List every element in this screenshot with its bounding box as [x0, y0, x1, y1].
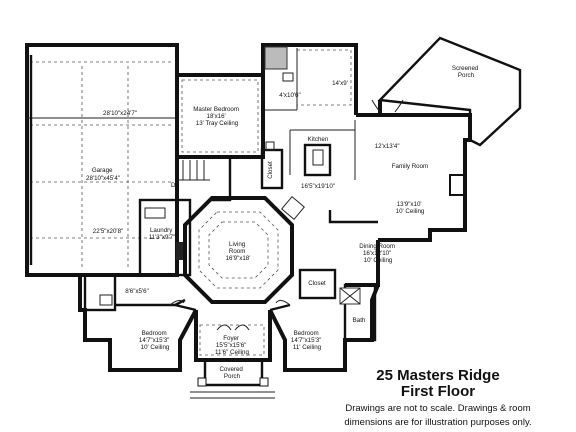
- label-family-room-dims: 13'9"x10' 10' Ceiling: [396, 201, 425, 215]
- label-garage: Garage 28'10"x45'4": [86, 167, 120, 182]
- label-closet-kitchen: Closet: [267, 161, 274, 179]
- title-block: 25 Masters Ridge First Floor Drawings ar…: [300, 367, 576, 429]
- screened-porch-area: [377, 36, 522, 147]
- label-garage-lower: 22'5"x20'8": [93, 228, 124, 235]
- kitchen-family-area: [281, 100, 472, 242]
- label-living-room: Living Room 16'9"x18': [226, 241, 251, 262]
- kitchen-closet: [260, 141, 284, 190]
- label-dn: Dn: [171, 182, 179, 189]
- label-screened-porch: Screened Porch: [452, 65, 480, 79]
- label-closet-dining: Closet: [308, 280, 326, 287]
- label-kitchen: Kitchen: [308, 136, 329, 143]
- label-kitchen-dims: 16'5"x19'10": [301, 183, 335, 190]
- label-room-4x10: 4'x10'6": [279, 92, 300, 99]
- label-foyer: Foyer 15'5"x15'6" 11'6" Ceiling: [215, 335, 249, 356]
- door-swings: [169, 99, 404, 331]
- foyer-area: [174, 303, 291, 362]
- disclaimer-line-2: dimensions are for illustration purposes…: [344, 417, 532, 428]
- right-bedroom-area: [268, 283, 380, 372]
- label-dining-room: Dining Room 16'x12'10" 10' Ceiling: [359, 243, 397, 264]
- label-master-bedroom: Master Bedroom 18'x16' 13' Tray Ceiling: [193, 106, 240, 127]
- label-covered-porch: Covered Porch: [219, 366, 244, 380]
- label-laundry: Laundry 11'3"x9'7": [149, 227, 176, 241]
- label-bath: Bath: [353, 317, 366, 324]
- label-garage-upper: 28'10"x24'7": [103, 110, 137, 117]
- label-family-room: 12'x13'4" Family Room: [375, 143, 429, 170]
- label-room-14x9: 14'x9': [332, 80, 348, 87]
- label-hall-small: 8'6"x5'6": [125, 288, 149, 295]
- rear-rooms: [261, 43, 358, 115]
- label-bedroom-right: Bedroom 14'7"x15'3" 11' Ceiling: [291, 330, 323, 351]
- living-room-area: [183, 196, 294, 304]
- floor-title: First Floor: [400, 383, 476, 400]
- label-bedroom-left: Bedroom 14'7"x15'3" 10' Ceiling: [139, 330, 171, 351]
- disclaimer-line-1: Drawings are not to scale. Drawings & ro…: [345, 403, 531, 414]
- covered-porch-area: [190, 360, 275, 399]
- property-title: 25 Masters Ridge: [376, 367, 500, 384]
